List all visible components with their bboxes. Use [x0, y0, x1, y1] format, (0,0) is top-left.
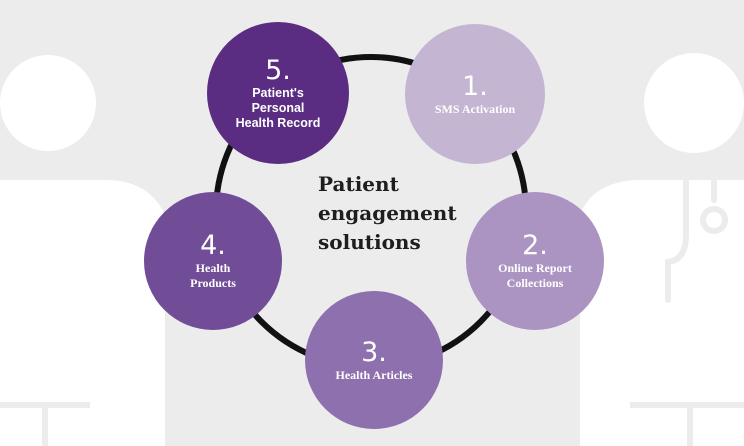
node-label: Health Products — [190, 261, 236, 290]
node-label: Patient's Personal Health Record — [235, 85, 321, 130]
node-online-report-collections: 2. Online Report Collections — [466, 192, 604, 330]
node-number: 4. — [200, 230, 226, 261]
left-desk-icon — [0, 402, 90, 446]
node-personal-health-record: 5. Patient's Personal Health Record — [207, 22, 349, 164]
node-sms-activation: 1. SMS Activation — [405, 24, 545, 164]
node-health-articles: 3. Health Articles — [305, 291, 443, 429]
right-doctor-icon — [580, 53, 744, 446]
node-label: Health Articles — [335, 367, 413, 382]
center-title: Patient engagement solutions — [318, 172, 457, 254]
node-number: 1. — [462, 70, 488, 102]
node-label: Online Report Collections — [498, 261, 572, 290]
left-person-icon — [0, 55, 165, 446]
node-number: 3. — [361, 336, 387, 368]
node-label: SMS Activation — [434, 101, 516, 116]
node-number: 5. — [265, 54, 291, 86]
stethoscope-icon — [665, 157, 728, 303]
node-number: 2. — [522, 230, 548, 261]
right-desk-icon — [630, 402, 744, 446]
node-health-products: 4. Health Products — [144, 192, 282, 330]
